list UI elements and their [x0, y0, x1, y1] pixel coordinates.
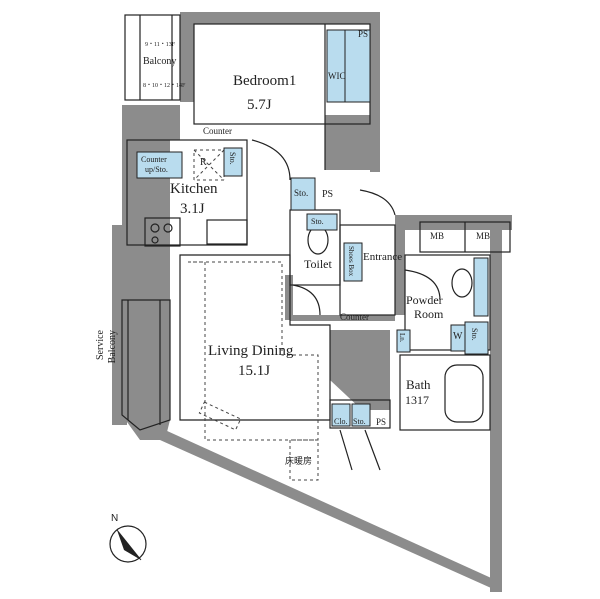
bedroom-name: Bedroom1 [233, 73, 297, 89]
refrigerator-label: R [200, 157, 207, 168]
kitchen-name: Kitchen [170, 181, 218, 197]
floor-heating-label: 床暖房 [285, 457, 313, 467]
powder-room-line2: Room [414, 307, 444, 321]
toilet-label: Toilet [304, 257, 332, 271]
linen-label: Ln. [398, 333, 406, 343]
storage-powder-label: Sto. [470, 328, 479, 341]
living-name: Living Dining [208, 343, 294, 359]
ps-hall-label: PS [322, 189, 334, 200]
bath-name: Bath [406, 377, 431, 392]
storage-closet-label: Sto. [353, 417, 366, 426]
ps-top-label: PS [358, 29, 369, 39]
storage-kitchen-label: Sto. [228, 152, 237, 165]
shoes-box-label: Shoes Box [347, 246, 355, 277]
bath-area: 1317 [405, 393, 429, 407]
powder-room-line1: Powder [406, 293, 443, 307]
counter-bedroom-label: Counter [203, 126, 232, 136]
balcony-floors-b: 8・10・12・14F [143, 83, 186, 89]
ps-bottom-label: PS [376, 417, 387, 427]
balcony-label: Balcony [143, 56, 177, 67]
plan-lines [121, 14, 511, 471]
wic-label: WIC [328, 71, 346, 81]
bedroom-area: 5.7J [247, 97, 272, 113]
mb-label-1: MB [430, 231, 445, 241]
balcony-floors-a: 9・11・13F [145, 42, 176, 48]
kitchen-area: 3.1J [180, 201, 205, 217]
compass-north-label: N [111, 513, 119, 524]
counter-up-sto-label: up/Sto. [145, 165, 168, 174]
counter-up-label: Counter [141, 155, 167, 164]
storage-toilet-label: Sto. [311, 217, 324, 226]
washer-label: W [453, 331, 463, 342]
closet-label: Clo. [334, 417, 348, 426]
living-area: 15.1J [238, 363, 271, 379]
service-balcony-line2: Balcony [107, 330, 118, 364]
counter-powder-label: Counter [340, 312, 369, 322]
storage-areas [136, 29, 489, 427]
compass-icon [109, 525, 147, 563]
entrance-label: Entrance [363, 251, 403, 263]
walls [112, 12, 512, 592]
service-balcony-line1: Service [95, 330, 106, 360]
mb-label-2: MB [476, 231, 491, 241]
storage-hall-label: Sto. [294, 188, 309, 198]
